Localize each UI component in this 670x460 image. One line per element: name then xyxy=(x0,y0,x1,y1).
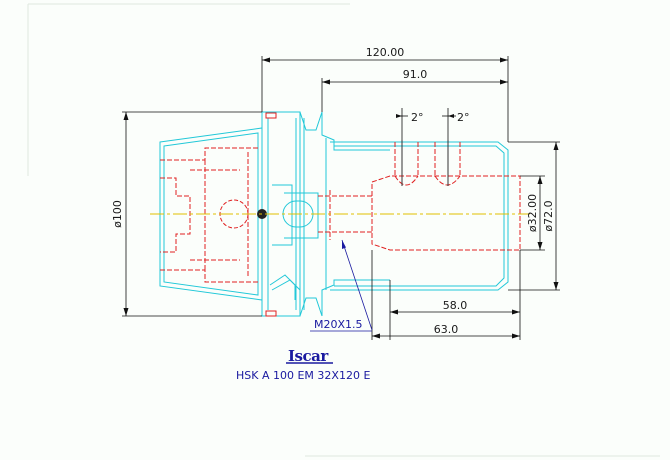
thread-callout-leader xyxy=(310,239,373,332)
arrow xyxy=(500,57,508,63)
dimension-arrows xyxy=(123,57,559,339)
body-inner-outline xyxy=(334,145,505,287)
dim-flange-to-end: 91.0 xyxy=(403,68,428,81)
arrow xyxy=(390,309,398,315)
dim-overall-length: 120.00 xyxy=(366,46,405,59)
thread-bore xyxy=(318,195,372,233)
hsk-drive-slot xyxy=(160,177,191,253)
screw-hole-arcs xyxy=(394,175,461,186)
dim-angle-right: 2° xyxy=(457,111,470,124)
brand-logo: Iscar xyxy=(286,347,333,365)
part-designation: HSK A 100 EM 32X120 E xyxy=(236,369,370,382)
groove-top-outline xyxy=(299,111,323,131)
dimension-lines xyxy=(122,56,560,340)
bore-outline xyxy=(371,175,521,251)
part-outline xyxy=(159,111,509,317)
arrow xyxy=(123,308,129,316)
dim-bore-depth: 58.0 xyxy=(443,299,468,312)
dim-bore-diameter: ø32.00 xyxy=(526,194,539,232)
arrow xyxy=(537,242,543,250)
leader-line xyxy=(341,239,373,331)
logo-text: Iscar xyxy=(288,347,329,365)
hidden-lines xyxy=(160,142,521,283)
thread-callout: M20X1.5 xyxy=(314,318,363,331)
hsk-cavity-bottom xyxy=(160,269,260,283)
coolant-channel-outline-2 xyxy=(271,279,301,291)
hsk-cavity-top xyxy=(160,147,260,161)
dim-outer-diameter: ø72.0 xyxy=(542,200,555,231)
dim-shank-length: 63.0 xyxy=(434,323,459,336)
arrow xyxy=(262,57,270,63)
arrow xyxy=(553,142,559,150)
arrow xyxy=(123,112,129,120)
hsk-taper-inner-outline xyxy=(163,132,259,296)
arrow xyxy=(322,79,330,85)
arrow xyxy=(396,114,402,118)
flange-mark-top xyxy=(265,112,277,119)
leader-arrow xyxy=(342,240,346,249)
neck-bottom-outline xyxy=(321,279,390,316)
body-outline xyxy=(330,141,509,291)
arrow xyxy=(553,282,559,290)
flange-mark-bottom xyxy=(265,310,277,317)
arrow xyxy=(500,79,508,85)
screw-holes xyxy=(401,140,449,186)
arrow xyxy=(512,333,520,339)
chamber-inner-outline xyxy=(284,192,319,239)
dim-angle-left: 2° xyxy=(411,111,424,124)
hsk-cavity-inner xyxy=(190,169,240,261)
arrow xyxy=(512,309,520,315)
arrow xyxy=(372,333,380,339)
arrow xyxy=(448,114,454,118)
chamber-outline xyxy=(272,184,293,246)
groove-bottom-outline xyxy=(299,297,323,317)
neck-top-outline xyxy=(321,112,390,151)
screw-hole-lines xyxy=(394,142,461,176)
coolant-channel-outline xyxy=(269,274,296,300)
arrow xyxy=(537,176,543,184)
dim-flange-diameter: ø100 xyxy=(111,200,124,228)
